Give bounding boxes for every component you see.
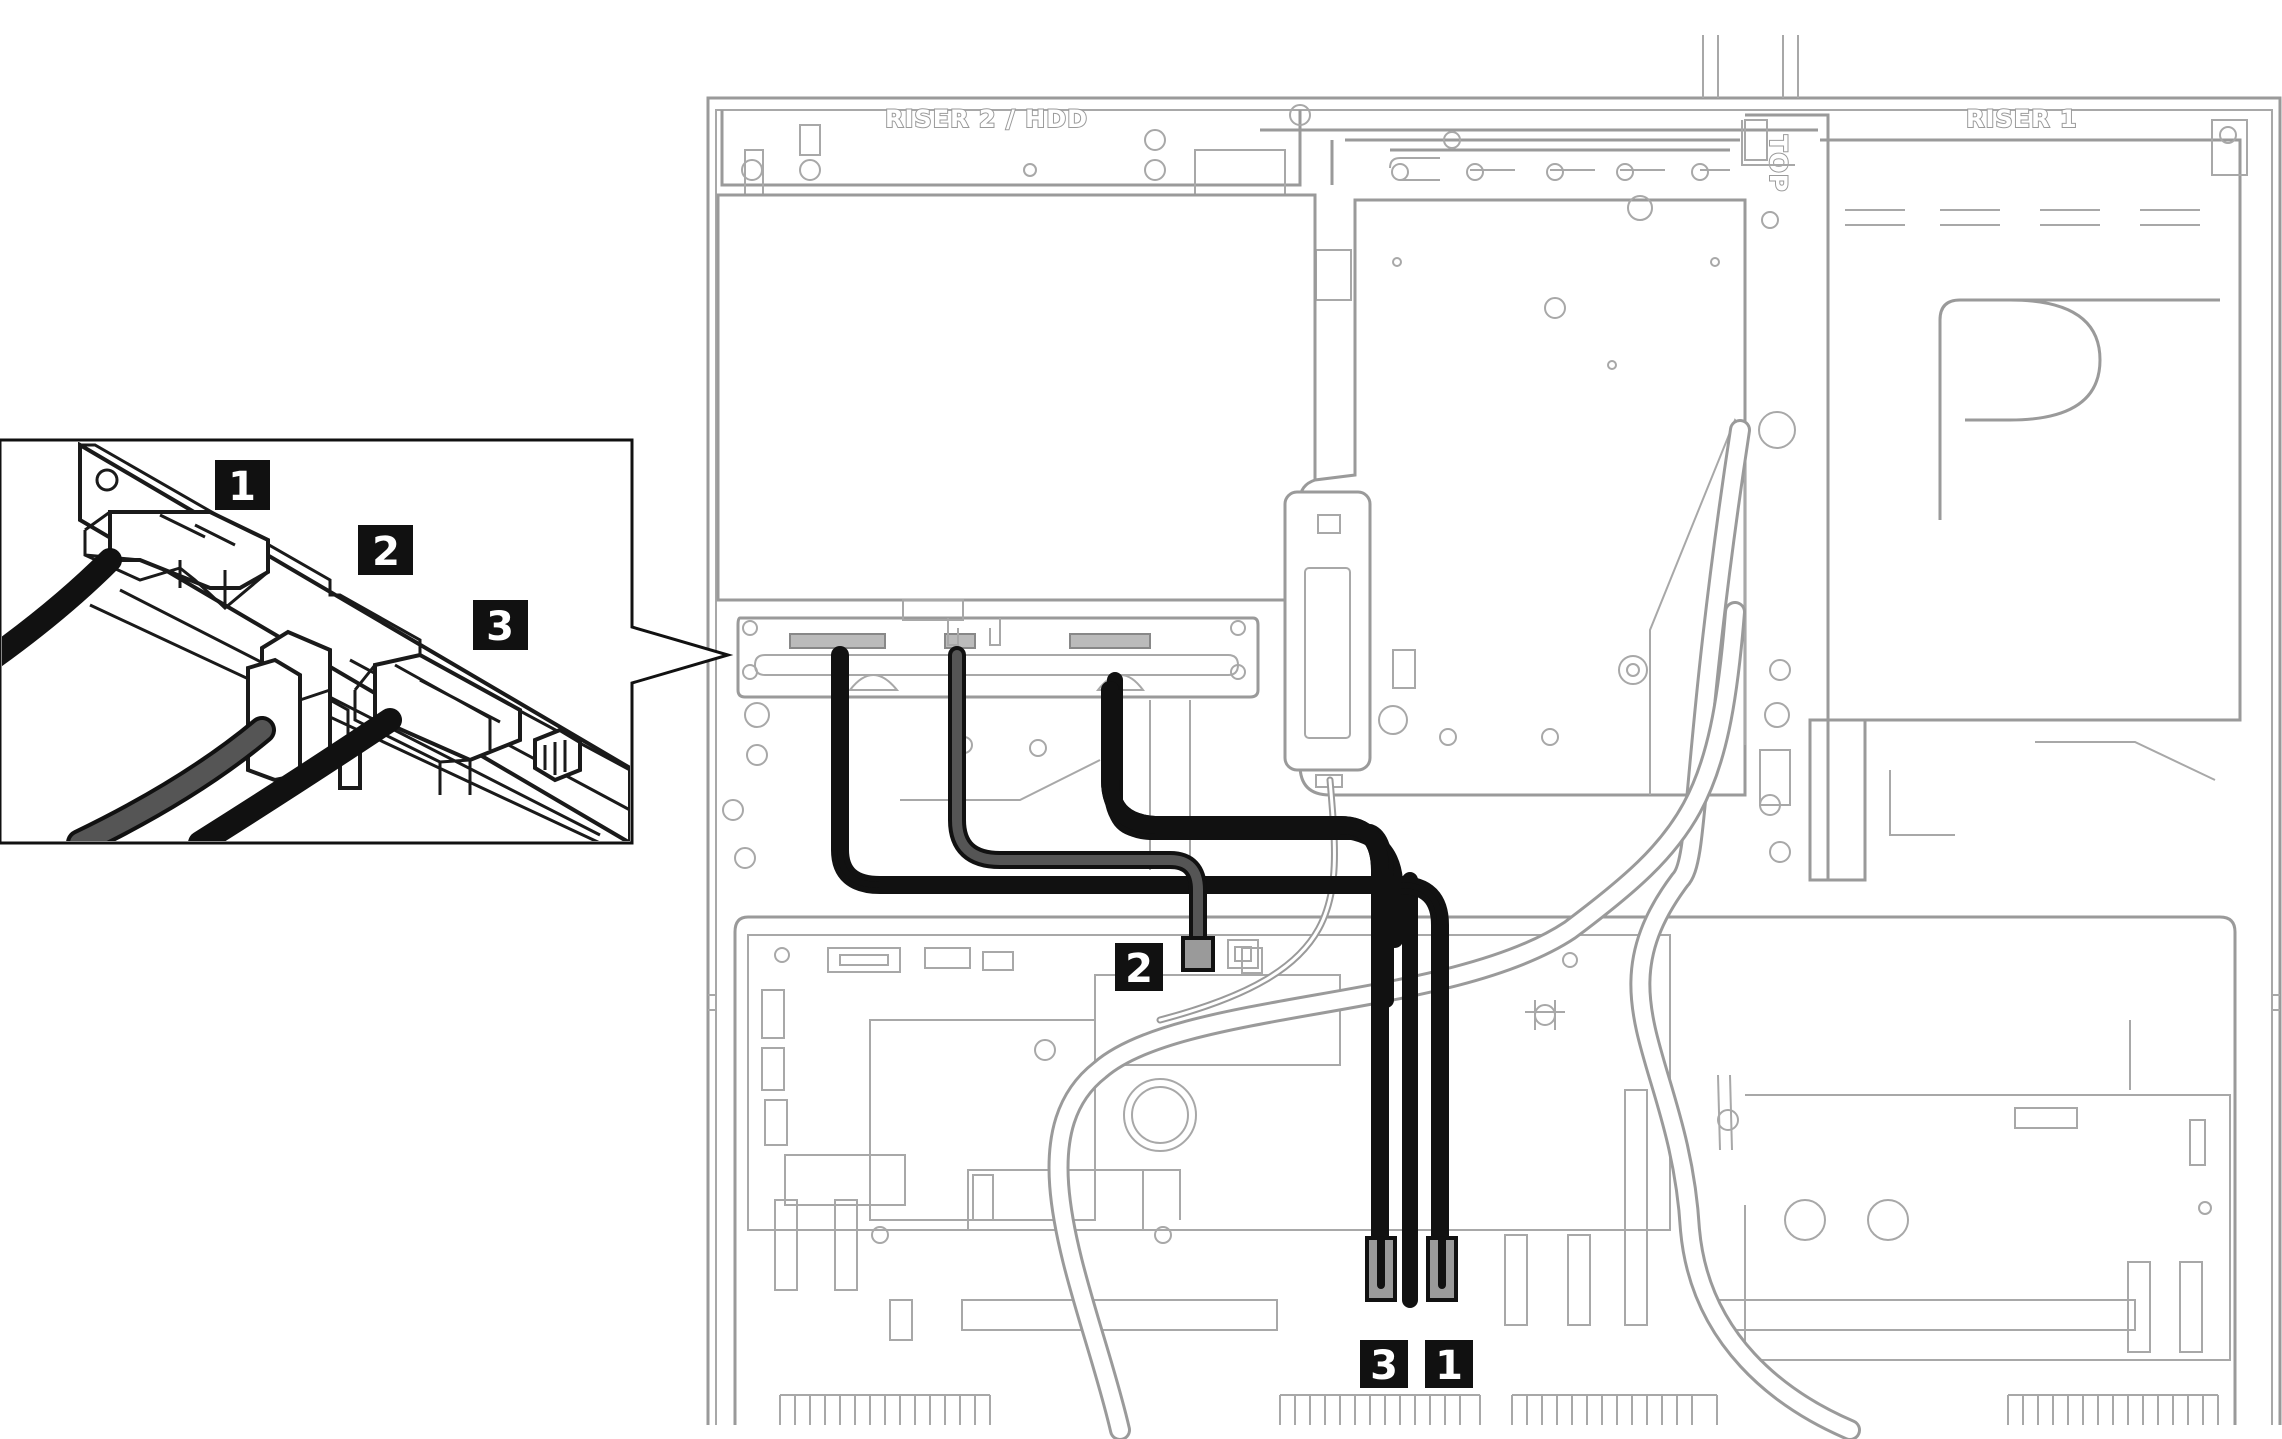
riser-slots <box>1389 157 1730 181</box>
cable-paths <box>831 646 1449 1249</box>
svg-text:1: 1 <box>1435 1343 1463 1389</box>
server-chassis <box>706 35 2282 1425</box>
inset-detail-view: 1 2 3 <box>0 438 734 845</box>
inset-callout-1: 1 <box>215 460 270 510</box>
riser1-slot-icons <box>1845 209 2200 226</box>
fan-module <box>1283 490 1372 788</box>
inset-callout-3: 3 <box>473 600 528 650</box>
connector-2 <box>1181 936 1215 972</box>
svg-text:3: 3 <box>1370 1343 1398 1389</box>
riser1-label: RISER 1 <box>1966 105 2078 133</box>
main-callout-1: 1 <box>1425 1340 1473 1389</box>
riser2-hdd-cage: RISER 2 / HDD <box>716 104 1352 870</box>
system-board <box>733 915 2237 1425</box>
cable-connectors <box>1181 936 1458 1302</box>
inset-callout-2: 2 <box>358 525 413 575</box>
hdd-backplane-bracket <box>722 599 1260 870</box>
riser1-assembly: RISER 1 TOP <box>1260 104 2248 882</box>
svg-text:3: 3 <box>486 604 514 650</box>
inset-small-connector <box>533 727 582 783</box>
background-cables <box>1047 419 1861 1439</box>
svg-text:2: 2 <box>1125 946 1153 992</box>
riser1-top-label: TOP <box>1764 135 1792 192</box>
main-callout-2: 2 <box>1115 943 1163 992</box>
dimm-row <box>779 1394 2219 1425</box>
riser2-hdd-label: RISER 2 / HDD <box>885 105 1088 133</box>
svg-text:2: 2 <box>372 529 400 575</box>
middle-bay <box>1283 138 1747 797</box>
svg-text:1: 1 <box>228 464 256 510</box>
main-callout-3: 3 <box>1360 1340 1408 1389</box>
